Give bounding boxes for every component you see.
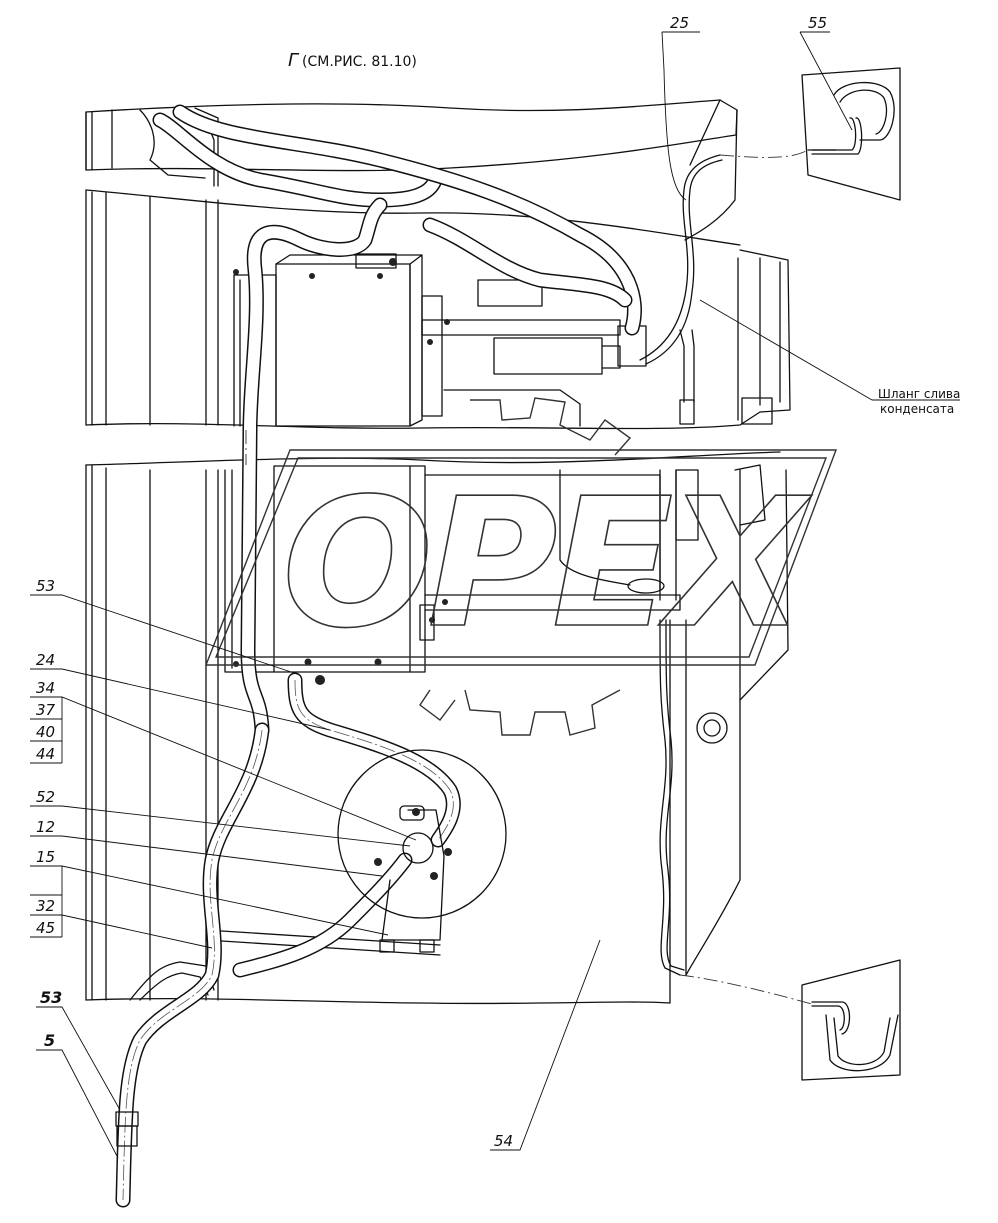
- watermark: OPEX: [204, 397, 838, 736]
- leader-lines: [30, 31, 960, 1159]
- callout-45: 45: [36, 919, 55, 937]
- heater-unit-upper: [233, 253, 647, 427]
- callout-32: 32: [36, 897, 55, 915]
- callout-24: 24: [36, 651, 55, 669]
- callout-44: 44: [36, 745, 55, 763]
- callout-34: 34: [36, 679, 55, 697]
- callout-53-top: 53: [36, 577, 55, 595]
- callout-53-bottom: 53: [40, 988, 62, 1007]
- heater-unit-lower: [224, 465, 681, 685]
- callout-15: 15: [36, 848, 55, 866]
- view-letter: Г: [288, 50, 300, 71]
- callout-12: 12: [36, 818, 55, 836]
- callout-25: 25: [670, 14, 689, 32]
- condensate-drain-tube: [639, 154, 723, 976]
- hoses: [115, 104, 642, 1208]
- centre-lines: [245, 149, 813, 1005]
- callout-55: 55: [808, 14, 827, 32]
- callout-5: 5: [44, 1031, 55, 1050]
- watermark-text: OPEX: [282, 460, 812, 667]
- callout-54: 54: [494, 1132, 513, 1150]
- callout-52: 52: [36, 788, 55, 806]
- note-line-2: конденсата: [880, 402, 954, 416]
- view-reference: (СМ.РИС. 81.10): [302, 54, 417, 70]
- clamp-assembly: [337, 749, 507, 953]
- detail-inset-top: [801, 67, 901, 201]
- detail-inset-bottom: [801, 959, 901, 1081]
- view-title: Г (СМ.РИС. 81.10): [288, 50, 417, 71]
- callout-37: 37: [36, 701, 56, 719]
- callout-40: 40: [36, 723, 55, 741]
- note-line-1: Шланг слива: [878, 387, 960, 401]
